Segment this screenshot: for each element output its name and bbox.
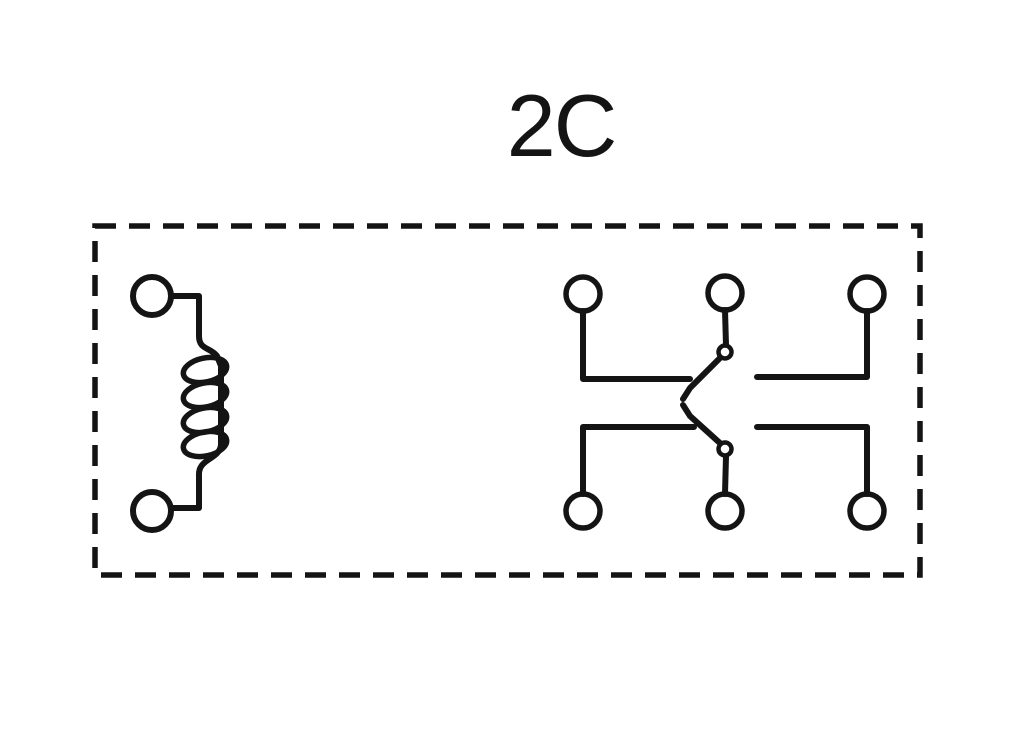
- pole1-terminal-right: [847, 274, 887, 314]
- pole2-pivot: [716, 440, 734, 458]
- pole2-terminal-common: [705, 491, 745, 531]
- relay-coil: [130, 274, 230, 533]
- pole1-terminal-common: [705, 273, 745, 313]
- coil-terminal-top: [130, 274, 174, 318]
- pole2-terminal-right: [847, 491, 887, 531]
- pole2-common-lead: [722, 453, 729, 497]
- pole2-switch-arm: [680, 402, 724, 447]
- contact-pole-2: [563, 402, 887, 531]
- pole2-left-lead: [580, 424, 697, 497]
- pole2-right-lead: [754, 424, 870, 497]
- pole1-common-lead: [722, 307, 729, 348]
- diagram-label: 2C: [506, 76, 617, 175]
- pole2-terminal-left: [563, 491, 603, 531]
- relay-body-outline: [92, 223, 923, 578]
- coil-terminal-bottom: [130, 489, 174, 533]
- coil-loop: [180, 428, 230, 460]
- pole1-switch-arm: [680, 354, 724, 402]
- pole1-left-lead: [580, 308, 693, 382]
- schematic-strokes: [92, 223, 923, 578]
- pole1-terminal-left: [563, 274, 603, 314]
- coil-windings: [180, 354, 230, 460]
- contact-pole-1: [563, 273, 887, 402]
- pole1-pivot: [716, 343, 734, 361]
- pole1-right-lead: [754, 308, 870, 380]
